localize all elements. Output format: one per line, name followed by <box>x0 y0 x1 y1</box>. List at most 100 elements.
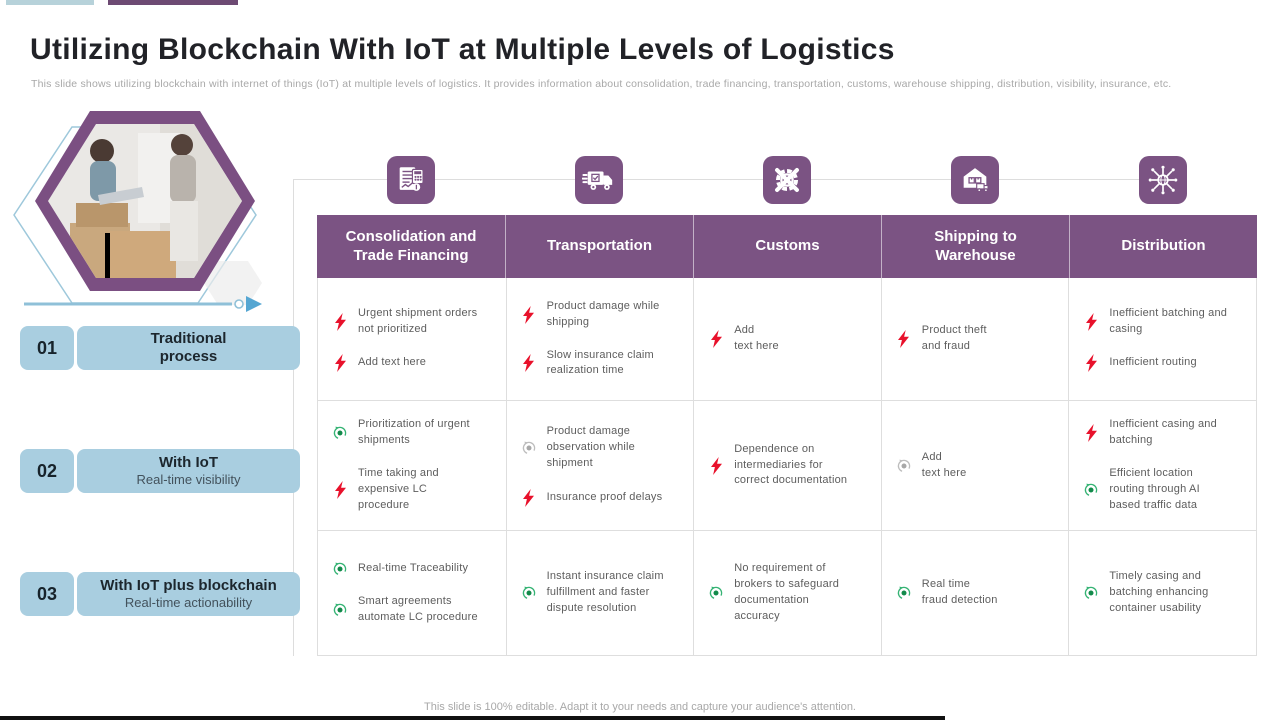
stage-label: 01 Traditional process <box>20 326 300 370</box>
stage-number: 02 <box>20 449 74 493</box>
bullet-item: Time taking and expensive LC procedure <box>332 466 496 514</box>
stage-number: 01 <box>20 326 74 370</box>
distribution-network-icon <box>1139 156 1187 204</box>
target-green-icon <box>332 561 348 577</box>
stage-title: With IoT <box>158 454 218 472</box>
bullet-text: Instant insurance claim fulfillment and … <box>546 570 664 614</box>
bolt-icon <box>708 330 724 348</box>
table-cell: Real time fraud detection <box>880 531 1069 655</box>
table-cell: Add text here <box>693 278 881 400</box>
bullet-item: Efficient location routing through AI ba… <box>1083 466 1246 514</box>
bolt-icon <box>896 330 912 348</box>
target-green-icon <box>1083 585 1099 601</box>
bullet-text: Efficient location routing through AI ba… <box>1109 467 1200 511</box>
table-cell: Product damage observation while shipmen… <box>505 401 694 530</box>
stage-title: Traditional process <box>150 330 227 365</box>
invoice-calculator-icon <box>387 156 435 204</box>
bullet-text: Slow insurance claim realization time <box>546 348 654 377</box>
bolt-icon <box>1083 312 1099 331</box>
bullet-text: Time taking and expensive LC procedure <box>358 467 439 511</box>
target-green-icon <box>521 585 537 601</box>
table-cell: No requirement of brokers to safeguard d… <box>693 531 881 655</box>
target-green-icon <box>1083 482 1099 498</box>
table-cell: Dependence on intermediaries for correct… <box>693 401 881 530</box>
table-cell: Product theft and fraud <box>880 278 1069 400</box>
icon-tile-cell <box>1069 156 1257 204</box>
icon-row <box>317 156 1257 204</box>
bolt-icon <box>332 312 348 331</box>
customs-gear-icon <box>763 156 811 204</box>
target-green-icon <box>708 585 724 601</box>
bullet-item: Urgent shipment orders not prioritized <box>332 306 496 338</box>
bullet-item: Add text here <box>896 450 1059 482</box>
footer-note: This slide is 100% editable. Adapt it to… <box>424 701 856 713</box>
bullet-item: Inefficient casing and batching <box>1083 417 1246 449</box>
table-cell: Instant insurance claim fulfillment and … <box>505 531 694 655</box>
stage-number: 03 <box>20 572 74 616</box>
icon-tile-cell <box>317 156 505 204</box>
bullet-text: Real time fraud detection <box>921 578 998 606</box>
bullet-text: Urgent shipment orders not prioritized <box>358 306 478 335</box>
page-title: Utilizing Blockchain With IoT at Multipl… <box>30 33 895 66</box>
stage-body: Traditional process <box>77 326 300 370</box>
bolt-icon <box>521 305 537 324</box>
icon-tile-cell <box>693 156 881 204</box>
stage-subtitle: Real-time visibility <box>136 472 241 488</box>
bullet-text: Real-time Traceability <box>358 561 469 574</box>
column-header: Transportation <box>505 215 693 278</box>
top-accent-bar-blue <box>6 0 94 5</box>
bullet-item: Product damage observation while shipmen… <box>521 424 684 472</box>
bullet-text: Add text here <box>358 356 427 369</box>
target-green-icon <box>896 585 912 601</box>
bullet-text: Product damage while shipping <box>546 299 660 328</box>
table-cell: Timely casing and batching enhancing con… <box>1068 531 1256 655</box>
timeline-arrow-icon <box>246 296 262 312</box>
target-gray-icon <box>521 440 537 456</box>
bullet-item: Add text here <box>708 323 871 355</box>
hexagon-faint <box>204 261 262 305</box>
bullet-text: Product damage observation while shipmen… <box>546 425 635 469</box>
stage-title: With IoT plus blockchain <box>100 577 277 595</box>
bullet-item: Inefficient batching and casing <box>1083 306 1246 338</box>
bullet-item: Timely casing and batching enhancing con… <box>1083 569 1246 617</box>
bullet-text: Inefficient routing <box>1109 356 1197 369</box>
bullet-item: Slow insurance claim realization time <box>521 348 684 380</box>
bullet-text: Smart agreements automate LC procedure <box>358 594 478 623</box>
left-bracket-line <box>293 179 294 656</box>
column-header: Customs <box>693 215 881 278</box>
stage-subtitle: Real-time actionability <box>124 595 253 611</box>
bolt-icon <box>332 480 348 499</box>
bullet-text: Add text here <box>734 324 779 352</box>
bullet-item: Add text here <box>332 354 496 373</box>
bullet-item: Insurance proof delays <box>521 488 684 507</box>
bolt-icon <box>708 456 724 475</box>
bolt-icon <box>521 354 537 373</box>
icon-tile-cell <box>505 156 693 204</box>
bolt-icon <box>1083 424 1099 443</box>
bottom-progress-bar <box>0 716 945 720</box>
bullet-item: Dependence on intermediaries for correct… <box>708 442 871 490</box>
bullet-item: Instant insurance claim fulfillment and … <box>521 569 684 617</box>
bolt-icon <box>521 488 537 507</box>
timeline-dot <box>234 299 244 309</box>
icon-tile-cell <box>881 156 1069 204</box>
bullet-text: Inefficient batching and casing <box>1109 306 1228 335</box>
bullet-item: Product damage while shipping <box>521 299 684 331</box>
bullet-item: Smart agreements automate LC procedure <box>332 594 496 626</box>
bullet-text: Insurance proof delays <box>546 490 663 503</box>
warehouse-shipping-icon <box>951 156 999 204</box>
target-green-icon <box>332 425 348 441</box>
